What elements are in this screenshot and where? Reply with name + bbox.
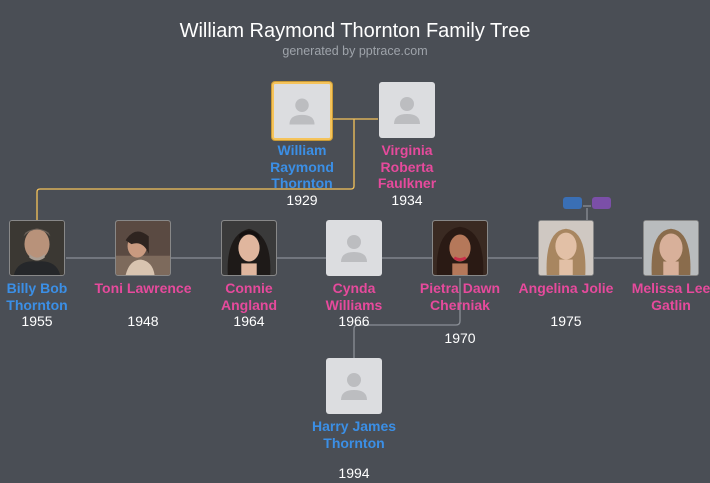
person-year: 1934 xyxy=(391,192,423,208)
person-name: Angelina Jolie xyxy=(518,280,614,296)
portrait-photo-icon xyxy=(644,221,698,275)
avatar[interactable] xyxy=(538,220,594,276)
page-subtitle: generated by pptrace.com xyxy=(282,44,428,58)
person-year: 1970 xyxy=(444,330,476,346)
avatar[interactable] xyxy=(115,220,171,276)
avatar[interactable] xyxy=(326,220,382,276)
parents-connector xyxy=(36,118,378,220)
person-year: 1929 xyxy=(286,192,318,208)
portrait-photo-icon xyxy=(433,221,487,275)
person-name: Cynda Williams xyxy=(325,280,383,313)
portrait-photo-icon xyxy=(222,221,276,275)
portrait-photo-icon xyxy=(10,221,64,275)
avatar[interactable] xyxy=(379,82,435,138)
page-title: William Raymond Thornton Family Tree xyxy=(179,20,531,42)
person-year: 1994 xyxy=(338,465,370,481)
person-name: Melissa Lee Gatlin xyxy=(631,280,710,313)
person-name: Pietra Dawn Cherniak xyxy=(419,280,501,313)
person-name: William Raymond Thornton xyxy=(270,142,334,191)
person-year: 1975 xyxy=(550,313,582,329)
person-year: 1955 xyxy=(21,313,53,329)
person-name: Harry James Thornton xyxy=(311,418,397,451)
person-year: 1964 xyxy=(233,313,265,329)
avatar[interactable] xyxy=(643,220,699,276)
person-silhouette-icon xyxy=(289,98,315,125)
avatar[interactable] xyxy=(221,220,277,276)
person-year: 1948 xyxy=(127,313,159,329)
avatar[interactable] xyxy=(326,358,382,414)
portrait-photo-icon xyxy=(539,221,593,275)
person-year: 1966 xyxy=(338,313,370,329)
badge-connector xyxy=(583,205,591,221)
blue-badge[interactable] xyxy=(563,197,582,209)
person-silhouette-icon xyxy=(341,235,367,262)
avatar[interactable] xyxy=(9,220,65,276)
person-silhouette-icon xyxy=(341,373,367,400)
person-name: Virginia Roberta Faulkner xyxy=(377,142,437,191)
avatar[interactable] xyxy=(272,82,332,140)
portrait-photo-icon xyxy=(116,221,170,275)
person-name: Connie Angland xyxy=(221,280,277,313)
avatar[interactable] xyxy=(432,220,488,276)
person-name: Billy Bob Thornton xyxy=(6,280,68,313)
purple-badge[interactable] xyxy=(592,197,611,209)
person-silhouette-icon xyxy=(394,97,420,124)
child-connector xyxy=(353,278,461,358)
person-name: Toni Lawrence xyxy=(94,280,192,296)
